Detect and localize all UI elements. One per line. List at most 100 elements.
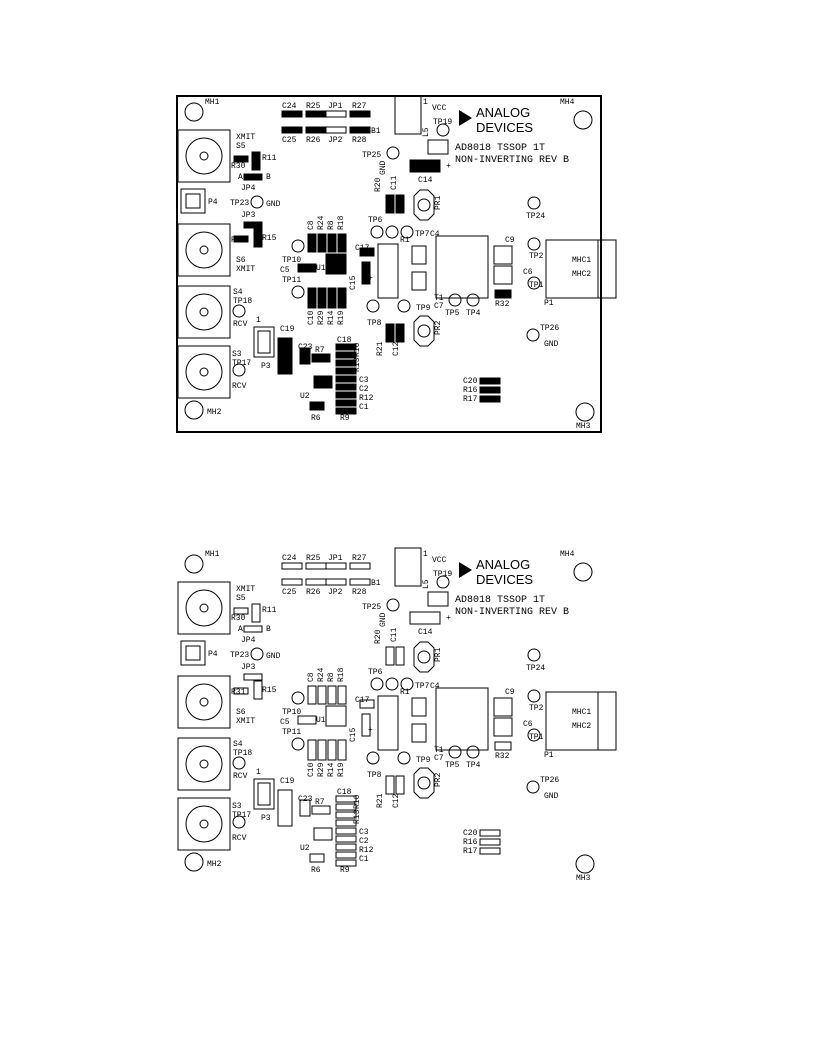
logo-brand-line1: ANALOG	[476, 105, 530, 120]
analog-devices-logo-icon-2	[459, 562, 472, 578]
refdes-c1-b: C1	[359, 855, 369, 864]
logo-brand-line2-2: DEVICES	[476, 572, 533, 587]
refdes-c6-b: C6	[523, 720, 533, 729]
refdes-b1-b: B1	[371, 579, 381, 588]
refdes-tp6-b: TP6	[368, 668, 383, 677]
refdes-u1: U1	[316, 264, 326, 273]
refdes-tp5: TP5	[445, 309, 460, 318]
refdes-gnd-extra-0: GND	[266, 200, 281, 209]
refdes-r8-b: R8	[327, 672, 336, 682]
refdes-r10-b: R10	[353, 794, 362, 809]
refdes-tp24: TP24	[526, 212, 545, 221]
refdes-r9-b: R9	[340, 866, 350, 875]
refdes-tp7: TP7	[415, 230, 430, 239]
refdes-jp3-b: JP3	[241, 663, 256, 672]
refdes-r13: R13	[353, 357, 362, 372]
polarity-mark-2-b: 1	[423, 550, 428, 559]
refdes-t1: T1	[434, 294, 444, 303]
refdes-r6-b: R6	[311, 866, 321, 875]
refdes-c14-b: C14	[418, 628, 433, 637]
refdes-r1-b: R1	[400, 688, 410, 697]
refdes-pr2-b: PR2	[434, 772, 443, 787]
refdes-c8: C8	[307, 220, 316, 230]
polarity-mark-1-b: +	[368, 726, 373, 735]
refdes-r30: R30	[231, 162, 246, 171]
refdes-tp5-b: TP5	[445, 761, 460, 770]
refdes-p1: P1	[544, 299, 554, 308]
refdes-r11: R11	[262, 154, 277, 163]
refdes-a: A	[238, 173, 243, 182]
refdes-u1-b: U1	[316, 716, 326, 725]
refdes-xmit-extra-1-b: XMIT	[236, 717, 255, 726]
refdes-tp8-b: TP8	[367, 771, 382, 780]
refdes-r7-b: R7	[315, 798, 325, 807]
refdes-rcv-extra-2-b: RCV	[232, 834, 247, 843]
refdes-c19: C19	[280, 325, 295, 334]
refdes-u2-b: U2	[300, 844, 310, 853]
refdes-mhc2: MHC2	[572, 270, 591, 279]
refdes-mh2-b: MH2	[207, 860, 222, 869]
refdes-jp4-b: JP4	[241, 636, 256, 645]
refdes-c7: C7	[434, 302, 444, 311]
refdes-r19-b: R19	[337, 762, 346, 777]
refdes-c4: C4	[430, 230, 440, 239]
copper-fill	[234, 111, 511, 414]
refdes-r31-b: R31	[231, 688, 246, 697]
refdes-r20: R20	[374, 177, 383, 192]
polarity-mark-3: 1	[256, 316, 261, 325]
refdes-r25: R25	[306, 102, 321, 111]
refdes-c23: C23	[298, 343, 313, 352]
refdes-s5-b: S5	[236, 594, 246, 603]
bottom-view-labels: ANALOG DEVICES AD8018 TSSOP 1T NON-INVER…	[455, 557, 569, 618]
refdes-r26: R26	[306, 136, 321, 145]
refdes-mhc2-b: MHC2	[572, 722, 591, 731]
refdes-jp4: JP4	[241, 184, 256, 193]
refdes-vcc: VCC	[432, 104, 447, 113]
refdes-r31: R31	[231, 236, 246, 245]
refdes-mh2: MH2	[207, 408, 222, 417]
refdes-u2: U2	[300, 392, 310, 401]
refdes-c20: C20	[463, 377, 478, 386]
refdes-r24: R24	[317, 215, 326, 230]
refdes-c11: C11	[390, 175, 399, 190]
bottom-view: ANALOG DEVICES AD8018 TSSOP 1T NON-INVER…	[177, 547, 617, 874]
refdes-c15-b: C15	[349, 727, 358, 742]
refdes-tp8: TP8	[367, 319, 382, 328]
refdes-r18-b: R18	[337, 667, 346, 682]
refdes-b-b: B	[266, 625, 271, 634]
refdes-c25: C25	[282, 136, 297, 145]
refdes-p1-b: P1	[544, 751, 554, 760]
refdes-mh3-b: MH3	[576, 874, 591, 883]
refdes-tp10: TP10	[282, 256, 301, 265]
refdes-tp1: TP1	[529, 281, 544, 290]
refdes-labels-top: MH1MH2MH3MH4C24C25R25R26JP1JP2R27R28B1VC…	[205, 98, 591, 431]
refdes-s6: S6	[236, 256, 246, 265]
refdes-c3: C3	[359, 376, 369, 385]
refdes-c14: C14	[418, 176, 433, 185]
refdes-tp19-b: TP19	[433, 570, 452, 579]
refdes-tp19: TP19	[433, 118, 452, 127]
refdes-tp4-b: TP4	[466, 761, 481, 770]
refdes-mh4: MH4	[560, 98, 575, 107]
refdes-tp4: TP4	[466, 309, 481, 318]
refdes-r32-b: R32	[495, 752, 510, 761]
refdes-tp25: TP25	[362, 151, 381, 160]
refdes-r32: R32	[495, 300, 510, 309]
refdes-c5: C5	[280, 266, 290, 275]
refdes-tp2: TP2	[529, 252, 544, 261]
refdes-gnd-extra-0-b: GND	[266, 652, 281, 661]
refdes-p3: P3	[261, 362, 271, 371]
refdes-r12: R12	[359, 394, 374, 403]
refdes-l5: L5	[422, 127, 431, 137]
top-view-labels: ANALOG DEVICES AD8018 TSSOP 1T NON-INVER…	[455, 105, 569, 166]
refdes-gnd: GND	[379, 160, 388, 175]
logo-brand-line2: DEVICES	[476, 120, 533, 135]
refdes-labels-bottom: MH1MH2MH3MH4C24C25R25R26JP1JP2R27R28B1VC…	[205, 550, 591, 883]
top-view: ANALOG DEVICES AD8018 TSSOP 1T NON-INVER…	[176, 95, 617, 433]
polarity-mark-2: 1	[423, 98, 428, 107]
refdes-vcc-b: VCC	[432, 556, 447, 565]
refdes-mh3: MH3	[576, 422, 591, 431]
refdes-c3-b: C3	[359, 828, 369, 837]
refdes-tp18-b: TP18	[233, 749, 252, 758]
